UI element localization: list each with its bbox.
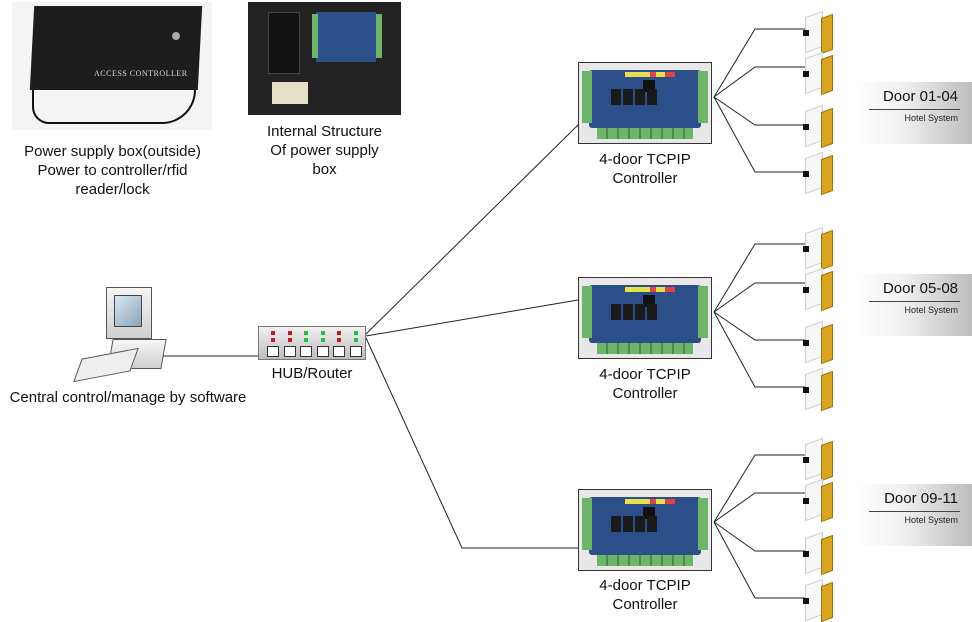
door-icon — [803, 367, 835, 412]
power-cable — [32, 90, 196, 124]
computer-label: Central control/manage by software — [9, 389, 247, 406]
wire-c2-door-1 — [713, 243, 805, 313]
hub-router-icon — [258, 326, 366, 360]
hub-led — [337, 338, 341, 342]
hub-led — [353, 331, 358, 335]
card-reader-icon — [803, 30, 809, 36]
card-reader-icon — [803, 598, 809, 604]
door-group-subtitle: Hotel System — [904, 305, 958, 315]
card-reader-icon — [803, 340, 809, 346]
hub-led — [304, 338, 308, 342]
wire-c2-door-3 — [713, 311, 805, 341]
power-supply-box-photo: ACCESS CONTROLLER — [12, 2, 212, 130]
hub-led — [320, 331, 325, 335]
door-icon — [803, 437, 835, 482]
door-icon — [803, 51, 835, 96]
hub-led — [304, 331, 308, 335]
hub-led — [353, 338, 358, 342]
card-reader-icon — [803, 124, 809, 130]
computer-icon — [73, 287, 178, 385]
card-reader-icon — [803, 551, 809, 557]
hub-port — [349, 346, 362, 357]
door-icon — [803, 226, 835, 271]
wire-c1-door-2 — [713, 66, 805, 98]
controller-2 — [578, 277, 712, 359]
wire-c3-door-2 — [713, 492, 805, 523]
door-icon — [803, 478, 835, 523]
hub-port — [333, 346, 345, 357]
hub-router-label: HUB/Router — [271, 365, 353, 382]
card-reader-icon — [803, 457, 809, 463]
card-reader-icon — [803, 171, 809, 177]
power-supply-label: Power supply box(outside) Power to contr… — [24, 143, 201, 198]
door-icon — [803, 320, 835, 365]
door-icon — [803, 151, 835, 196]
door-icon — [803, 267, 835, 312]
wire-c3-door-4 — [713, 521, 805, 599]
card-reader-icon — [803, 287, 809, 293]
door-icon — [803, 578, 835, 622]
wire-c2-door-2 — [713, 282, 805, 313]
hub-led — [287, 338, 292, 342]
internal-structure-label: Internal Structure Of power supply box — [266, 123, 383, 178]
wire-hub-controller-1 — [365, 124, 579, 335]
wire-c3-door-1 — [713, 454, 805, 523]
door-group-tag-2: Door 05-08 Hotel System — [857, 274, 972, 336]
card-reader-icon — [803, 246, 809, 252]
door-icon — [803, 104, 835, 149]
door-group-title: Door 01-04 — [882, 88, 958, 105]
door-icon — [803, 10, 835, 55]
hub-led — [337, 331, 341, 335]
door-group-subtitle: Hotel System — [904, 113, 958, 123]
card-reader-icon — [803, 71, 809, 77]
wire-c1-door-1 — [713, 28, 805, 98]
wire-c3-door-3 — [713, 521, 805, 552]
door-group-title: Door 09-11 — [884, 490, 958, 507]
wire-hub-controller-3 — [365, 337, 578, 549]
door-icon — [803, 531, 835, 576]
door-group-tag-1: Door 01-04 Hotel System — [857, 82, 972, 144]
card-reader-icon — [803, 498, 809, 504]
wire-hub-controller-2 — [365, 299, 579, 337]
door-group-title: Door 05-08 — [882, 280, 958, 297]
controller-1 — [578, 62, 712, 144]
hub-port — [300, 346, 312, 357]
internal-structure-photo — [248, 2, 401, 115]
hub-led — [320, 338, 325, 342]
card-reader-icon — [803, 387, 809, 393]
hub-port — [283, 346, 296, 357]
door-group-tag-3: Door 09-11 Hotel System — [857, 484, 972, 546]
hub-port — [267, 346, 279, 357]
controller-3 — [578, 489, 712, 571]
hub-led — [271, 331, 275, 335]
access-controller-caption: ACCESS CONTROLLER — [94, 69, 188, 78]
hub-led — [287, 331, 292, 335]
hub-port — [316, 346, 329, 357]
wire-c1-door-4 — [713, 96, 805, 173]
door-group-subtitle: Hotel System — [904, 515, 958, 525]
wire-c1-door-3 — [713, 96, 805, 126]
hub-led — [271, 338, 275, 342]
wire-c2-door-4 — [713, 311, 805, 388]
